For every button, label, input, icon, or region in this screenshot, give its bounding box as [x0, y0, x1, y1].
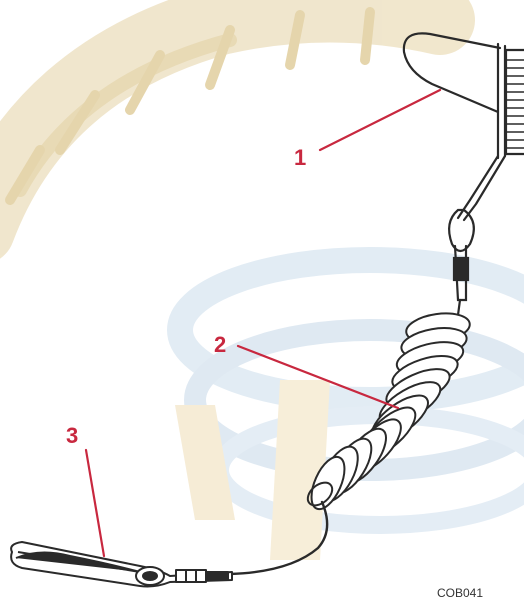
callout-1-leader — [320, 90, 440, 150]
spring-clip — [11, 542, 232, 587]
watermark-rope — [0, 8, 440, 231]
callout-1-label: 1 — [294, 145, 306, 170]
callout-2-label: 2 — [214, 332, 226, 357]
callout-3-leader — [86, 450, 104, 556]
figure-code: COB041 — [437, 586, 483, 600]
watermark-globe — [175, 260, 524, 560]
callout-3-label: 3 — [66, 423, 78, 448]
lanyard-clip — [404, 33, 524, 220]
